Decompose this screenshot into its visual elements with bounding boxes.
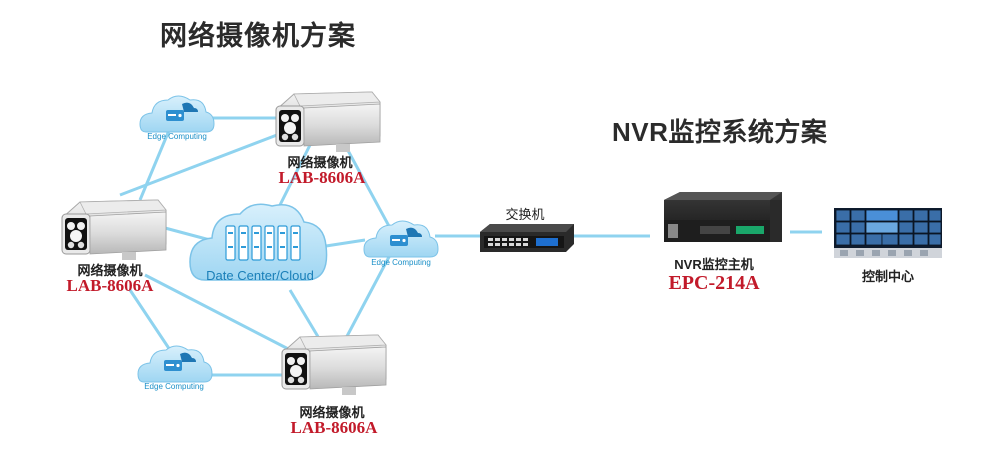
edge-cloud-icon-bottom [137,345,213,383]
camera-name-left: 网络摄像机 [77,263,143,278]
edge-computing-label-top: Edge Computing [147,132,207,141]
camera-icon-top [275,91,381,153]
camera-scheme-title: 网络摄像机方案 [160,21,356,51]
edge-cloud-icon-top [139,95,215,133]
nvr-name: NVR监控主机 [674,257,754,272]
edge-cloud-icon-right [363,220,439,258]
nvr-scheme-title: NVR监控系统方案 [612,117,828,147]
switch-icon [480,224,574,252]
data-center-label: Date Center/Cloud [206,268,314,283]
camera-icon-bottom [281,334,387,396]
nvr-model: EPC-214A [668,272,760,294]
connection-lines [119,116,822,377]
camera-name-top: 网络摄像机 [287,155,353,170]
camera-model-top: LAB-8606A [278,168,366,187]
camera-model-bottom: LAB-8606A [290,418,378,437]
camera-icon-left [61,199,167,261]
edge-computing-label-bottom: Edge Computing [144,382,204,391]
camera-name-bottom: 网络摄像机 [299,405,365,420]
nvr-host-icon [664,192,782,242]
switch-label: 交换机 [505,207,545,222]
edge-computing-label-right: Edge Computing [371,258,431,267]
control-center-label: 控制中心 [861,269,914,284]
monitor-wall-icon [834,208,942,258]
data-center-cloud [189,203,328,281]
camera-model-left: LAB-8606A [66,276,154,295]
